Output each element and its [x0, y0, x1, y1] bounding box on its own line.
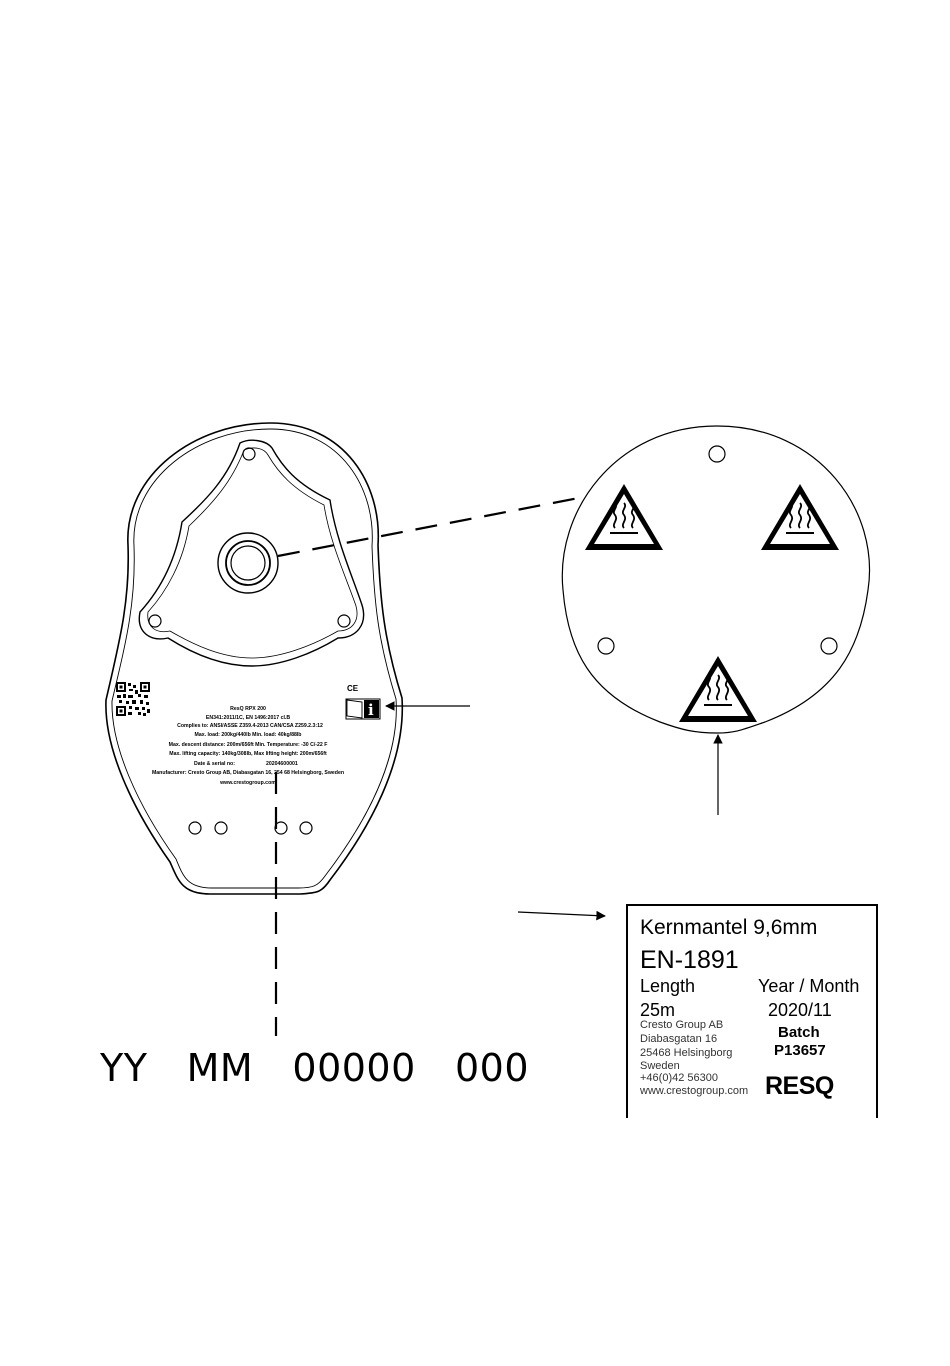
address-line: Cresto Group AB	[640, 1019, 724, 1031]
length-label: Length	[640, 976, 696, 996]
warning-plate	[561, 425, 870, 734]
address-line: www.crestogroup.com	[640, 1085, 749, 1097]
ce-mark: CE	[347, 684, 359, 693]
rope-standard: EN-1891	[640, 946, 739, 974]
label-line-5: Max. descent distance: 200m/656ft Min. T…	[169, 742, 328, 748]
qr-code-icon	[116, 682, 150, 716]
serial-year: YY	[100, 1046, 148, 1090]
date-label: Year / Month	[758, 976, 860, 996]
label-line-2: EN341:2011/1C, EN 1496:2017 cl.B	[206, 715, 290, 721]
device-label-text: ResQ RPX 200 EN341:2011/1C, EN 1496:2017…	[152, 706, 344, 786]
address-line: Diabasgatan 16	[640, 1033, 718, 1045]
axle-leader-line	[277, 495, 585, 558]
serial-format: YY MM 00000 000	[100, 1046, 529, 1090]
rope-title: Kernmantel 9,6mm	[640, 916, 818, 939]
svg-text:i: i	[368, 701, 374, 719]
rope-label: Kernmantel 9,6mm EN-1891 Length Year / M…	[626, 904, 878, 1118]
batch-label: Batch	[778, 1024, 820, 1041]
label-line-6: Max. lifting capacity: 140kg/308lb, Max …	[169, 751, 327, 757]
label-line-8: Manufacturer: Cresto Group AB, Diabasgat…	[152, 770, 344, 776]
label-line-1: ResQ RPX 200	[230, 706, 266, 712]
length-value: 25m	[640, 1000, 676, 1020]
device-body	[105, 422, 404, 895]
serial-number: 00000	[292, 1046, 416, 1090]
rope-label-arrow	[517, 910, 606, 921]
serial-suffix: 000	[454, 1046, 529, 1090]
address-line: Sweden	[640, 1060, 680, 1072]
serial-value: 20204600001	[266, 761, 298, 767]
resq-logo: RESQ	[765, 1072, 834, 1100]
address-line: 25468 Helsingborg	[640, 1047, 733, 1059]
batch-value: P13657	[774, 1042, 826, 1059]
label-line-9: www.crestogroup.com	[219, 780, 276, 786]
address-line: +46(0)42 56300	[640, 1072, 718, 1084]
label-line-3: Complies to: ANSI/ASSE Z359.4-2013 CAN/C…	[177, 723, 323, 729]
label-line-4: Max. load: 200kg/440lb Min. load: 40kg/8…	[195, 732, 302, 738]
date-value: 2020/11	[768, 1000, 832, 1020]
serial-month: MM	[186, 1046, 254, 1090]
info-manual-icon: i	[345, 698, 381, 720]
label-line-7: Date & serial no:	[194, 761, 235, 767]
